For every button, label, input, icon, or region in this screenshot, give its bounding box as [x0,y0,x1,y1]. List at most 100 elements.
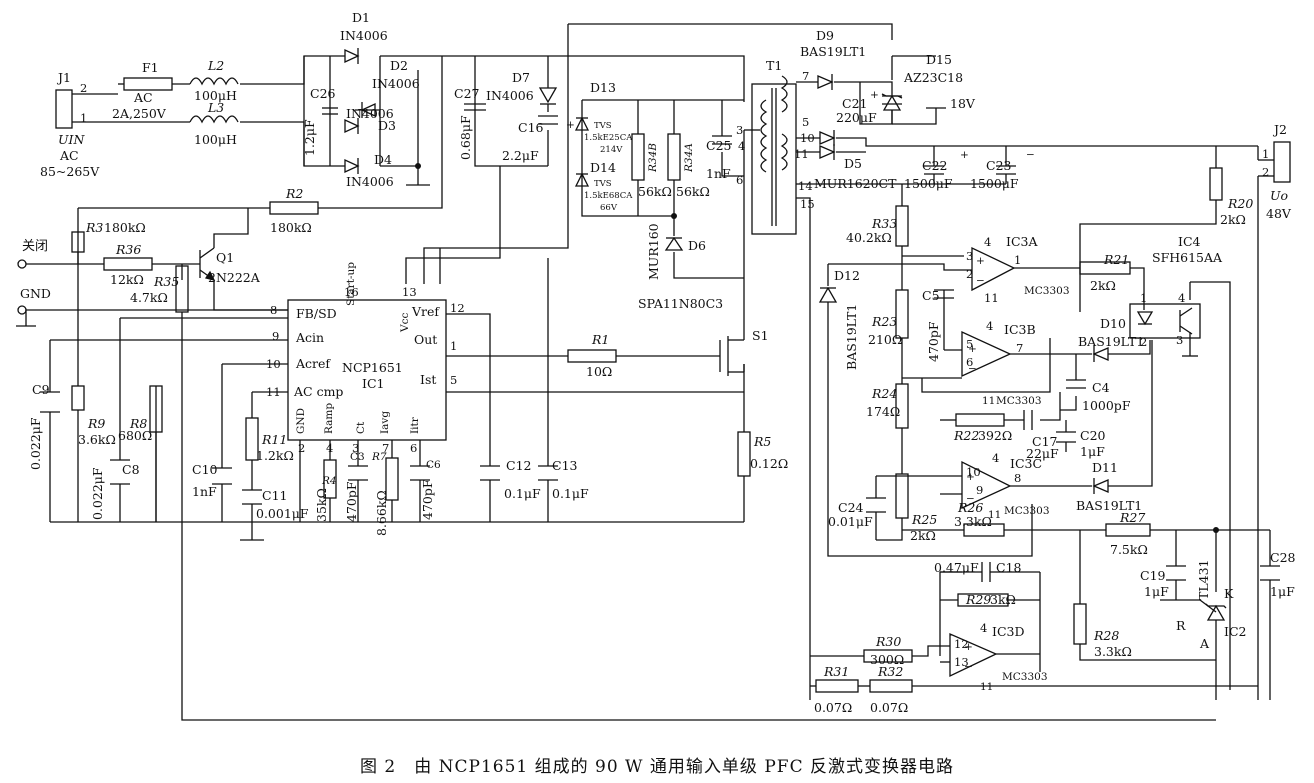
label-tl431: TL431 [1196,560,1211,601]
label-c23: C23 [986,158,1012,173]
label-c12-val: 0.1μF [504,486,541,501]
figure-caption: 图 2 由 NCP1651 组成的 90 W 通用输入单级 PFC 反激式变换器… [360,757,954,777]
label-p11: 11 [266,385,281,399]
label-p1: 1 [450,339,457,353]
label-p6: 6 [410,441,417,455]
label-t1: T1 [766,58,782,73]
label-ic3d: IC3D [992,624,1024,639]
label-op-plus: + [870,89,879,101]
label-d14-v: 66V [600,203,618,213]
label-d13-part: 1.5kE25CA [584,133,633,143]
label-r31-val: 0.07Ω [814,700,852,715]
label-r24: R24 [871,386,897,401]
label-t1-p14: 14 [798,179,813,193]
label-op-minus: − [964,661,973,673]
label-mc3303: MC3303 [1004,505,1050,517]
label-r7-val: 8.66kΩ [374,490,389,536]
label-c25-val: 1nF [706,166,731,181]
label-c9-val: 0.022μF [28,417,43,470]
label-p3: 3 [352,441,359,455]
label-p7: 7 [382,441,389,455]
label-r30: R30 [875,634,901,649]
label-c17: C17 [1032,434,1058,449]
label-p16: 16 [344,285,359,299]
label-c16: C16 [518,120,544,135]
label-p1: 1 [1140,291,1147,305]
label-r4-val: 35kΩ [314,488,329,522]
label-p11: 11 [984,291,999,305]
label-p10: 10 [266,357,281,371]
label-r33-val: 40.2kΩ [846,230,892,245]
label-c20-val: 1μF [1080,444,1105,459]
label-c24-val: 0.01μF [828,514,873,529]
label-gndpin: GND [295,408,307,434]
label-p5: 5 [966,337,973,351]
label-c8: C8 [122,462,140,477]
label-d2-part: IN4006 [372,76,420,91]
label-r7: R7 [371,451,387,463]
label-p8: 8 [1014,471,1021,485]
label-d15-part: AZ23C18 [903,70,963,85]
label-op-plus: + [964,641,973,653]
label-c20: C20 [1080,428,1106,443]
label-r29: R29 [965,592,991,607]
label-r28-val: 3.3kΩ [1094,644,1132,659]
label-t1-p10: 10 [800,131,815,145]
label-d2-part: IN4006 [346,106,394,121]
label-p4: 4 [992,451,999,465]
label-acin: Acin [295,330,324,345]
label-op-plus: + [976,255,985,267]
label-c18-val: 0.47μF [934,560,979,575]
label-p11: 11 [982,395,995,407]
label-r3: R3 [85,220,103,235]
label-op-minus: − [968,363,977,375]
label-p11: 11 [980,681,993,693]
label-r32-val: 0.07Ω [870,700,908,715]
label-r25: R25 [911,512,937,527]
label-c27: C27 [454,86,480,101]
label-l3: L3 [207,100,224,115]
label-c12: C12 [506,458,531,473]
label-j1: J1 [56,70,71,85]
label-uo: Uo [1270,188,1288,203]
label-t1-p3: 3 [736,123,743,137]
label-p7: 7 [1016,341,1023,355]
label-ic1: IC1 [362,376,384,391]
label-t1-p6: 6 [736,173,743,187]
label-r33: R33 [871,216,897,231]
label-j2-p1: 1 [1262,147,1269,161]
label-c3-val: 470pF [344,481,359,522]
labels: J1 2 1 UIN AC 85~265V F1 AC 2A,250V L2 1… [20,10,1296,715]
label-c9: C9 [32,382,50,397]
label-t1-p5: 5 [802,115,809,129]
label-p2: 2 [966,267,973,281]
label-r25-val: 2kΩ [910,528,936,543]
label-r5: R5 [753,434,771,449]
label-p1: 1 [1014,253,1021,267]
label-p4: 4 [984,235,991,249]
label-q1: Q1 [216,250,234,265]
label-c28-val: 1μF [1270,584,1295,599]
label-t1-p4: 4 [738,139,745,153]
label-ic4-part: SFH615AA [1152,250,1223,265]
label-r1: R1 [591,332,609,347]
label-r24-val: 174Ω [866,404,900,419]
label-p12: 12 [954,637,969,651]
label-c25: C25 [706,138,731,153]
label-fbsd: FB/SD [296,306,337,321]
label-d14-tvs: TVS [594,179,612,189]
label-d13: D13 [590,80,616,95]
wires [26,23,1271,721]
label-c6: C6 [426,459,441,471]
label-q1-part: 2N222A [208,270,261,285]
label-c26: C26 [310,86,336,101]
label-ct: Ct [355,421,367,434]
label-r11: R11 [261,432,287,447]
label-r: R [1176,618,1186,633]
label-r36: R36 [115,242,141,257]
label-iitr: Iitr [409,416,421,434]
label-op-plus: + [968,343,977,355]
label-d3: D3 [378,118,396,133]
junction-dots [415,163,1219,533]
label-p4: 4 [986,319,993,333]
